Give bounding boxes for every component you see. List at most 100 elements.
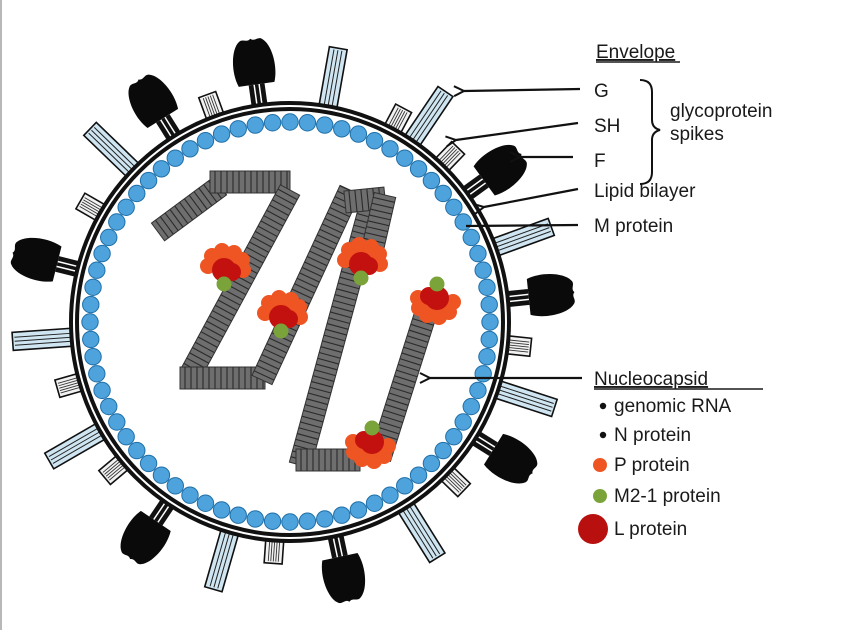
m-protein-bead	[108, 213, 126, 231]
n-protein-subunit	[396, 369, 418, 378]
n-protein-subunit	[306, 398, 328, 406]
n-protein-subunit	[366, 226, 388, 233]
g-spike-stripe	[412, 95, 449, 148]
m-protein-bead	[263, 512, 282, 530]
n-protein-subunit	[334, 294, 357, 301]
m-protein-bead	[166, 477, 184, 495]
g-spike-stripe	[489, 223, 549, 246]
m-protein-bead	[93, 244, 111, 263]
n-protein-subunit	[367, 220, 390, 227]
label-lipid-bilayer: Lipid bilayer	[594, 181, 696, 202]
n-protein-subunit	[254, 230, 275, 243]
g-spike-stripe	[14, 336, 77, 342]
g-spike-stripe	[326, 50, 339, 112]
nucleocapsid-segment	[179, 184, 301, 381]
m2-1-protein	[273, 323, 289, 339]
m-protein-bead	[196, 494, 215, 512]
n-protein-subunit	[260, 220, 281, 232]
g-spike-stripe	[330, 50, 343, 113]
lipid-bilayer	[69, 101, 511, 543]
n-protein-subunit	[336, 288, 358, 296]
n-protein-subunit	[401, 352, 423, 361]
m-protein-bead	[229, 506, 247, 524]
m-protein-bead	[365, 132, 384, 150]
p-protein	[271, 290, 287, 306]
n-protein-subunit	[174, 205, 189, 224]
g-spike-stripe	[402, 503, 437, 557]
n-protein-subunit	[316, 234, 338, 245]
n-protein-subunit	[383, 409, 405, 418]
m-protein-bead	[281, 113, 299, 131]
n-protein-subunit	[198, 187, 213, 207]
n-protein-subunit	[291, 288, 313, 299]
m-protein-bead	[481, 313, 499, 331]
n-protein-subunit	[223, 288, 244, 301]
l-protein	[355, 431, 373, 449]
g-spike-stripe	[494, 383, 554, 404]
n-protein-subunit	[392, 381, 414, 389]
m-protein-bead	[246, 510, 264, 528]
m-protein-bead	[333, 506, 351, 524]
f-spike-head	[10, 237, 62, 282]
n-protein-subunit	[371, 202, 394, 209]
m-protein-layer	[81, 113, 499, 531]
g-spike-stripe	[14, 340, 77, 346]
n-protein-subunit	[321, 223, 343, 234]
legend-label-m2-1-protein: M2-1 protein	[614, 486, 721, 507]
polymerase-complex	[257, 290, 308, 339]
m-protein-bead	[316, 116, 334, 134]
m-protein-bead	[117, 428, 135, 446]
leader-arrows	[430, 89, 582, 378]
m-protein-bead	[462, 228, 480, 247]
n-protein-subunit	[325, 328, 347, 336]
label-g: G	[594, 81, 609, 102]
spike-g	[399, 85, 455, 153]
legend-marker-n-protein	[599, 431, 607, 439]
n-protein-subunit	[155, 219, 170, 239]
m-protein-bead	[108, 413, 126, 431]
n-protein-subunit	[301, 266, 323, 278]
m-protein-bead	[478, 348, 496, 366]
n-protein-subunit	[326, 323, 349, 330]
legend-label-n-protein: N protein	[614, 425, 691, 446]
n-protein-subunit	[399, 358, 422, 366]
n-protein-subunit	[299, 272, 320, 283]
label-m-protein: M protein	[594, 216, 673, 237]
n-protein-subunit	[360, 189, 364, 212]
n-protein-subunit	[209, 315, 230, 327]
g-spike-stripe	[405, 90, 442, 143]
n-protein-subunit	[366, 188, 370, 211]
arrow-m-protein	[465, 223, 579, 228]
m-protein-bead	[349, 501, 368, 519]
m-protein-bead	[139, 171, 158, 190]
f-spike-head	[120, 510, 171, 565]
n-protein-subunit	[304, 404, 327, 411]
p-protein	[351, 237, 367, 253]
m2-1-protein	[353, 270, 369, 286]
m-protein-bead	[181, 486, 199, 504]
m-protein-bead	[409, 466, 428, 484]
g-spike-stripe	[399, 505, 434, 559]
n-protein-subunit	[322, 340, 344, 348]
n-protein-subunit	[333, 299, 355, 307]
n-protein-strand	[179, 366, 266, 390]
g-spike-stripe	[93, 127, 140, 171]
m-protein-bead	[434, 441, 452, 460]
p-protein	[214, 243, 230, 259]
n-protein-subunit	[193, 191, 208, 210]
n-protein-subunit	[394, 375, 416, 383]
n-protein-subunit	[317, 357, 339, 365]
n-protein-subunit	[319, 228, 340, 240]
n-protein-subunit	[330, 311, 352, 319]
n-protein-subunit	[159, 216, 174, 235]
spike-g	[203, 522, 242, 593]
n-protein-subunit	[329, 207, 350, 218]
n-protein-subunit	[297, 433, 319, 440]
n-protein-subunit	[263, 348, 285, 359]
g-spike-stripe	[88, 132, 134, 177]
m2-1-protein	[216, 276, 232, 292]
polymerase-complex	[337, 237, 388, 286]
n-protein-subunit	[164, 212, 179, 232]
m-protein-bead	[381, 140, 399, 158]
